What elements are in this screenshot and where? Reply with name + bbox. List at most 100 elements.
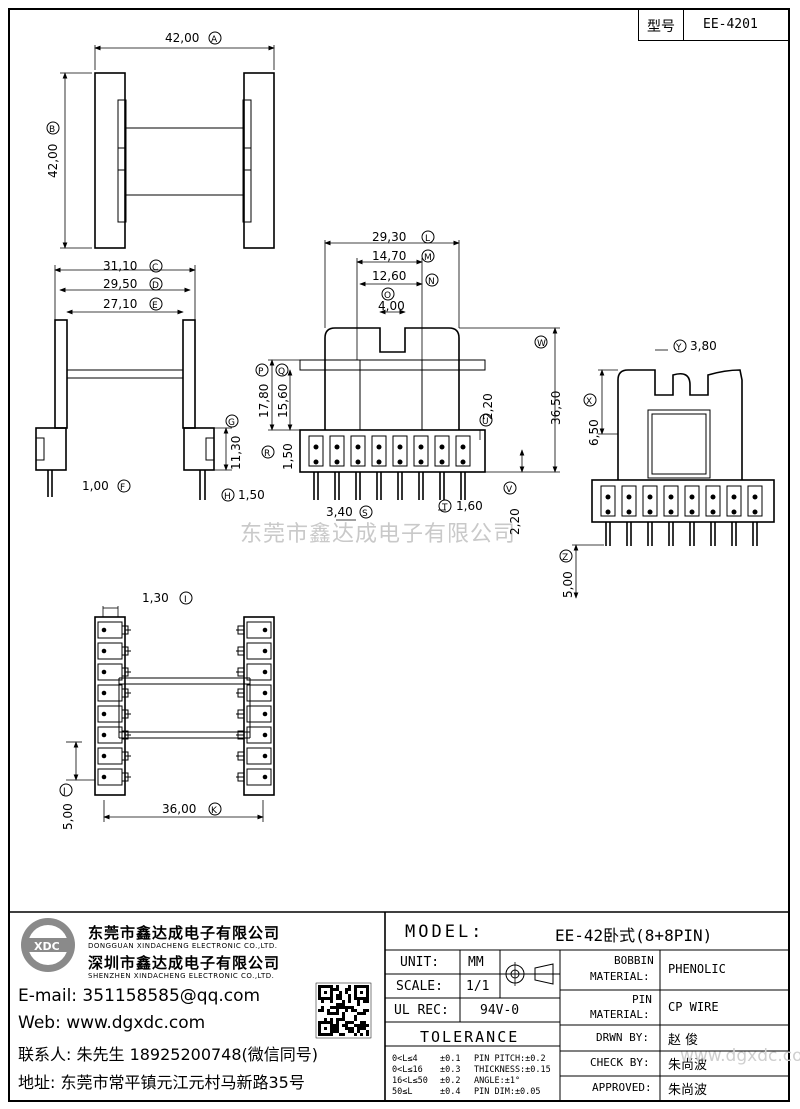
view-right: [572, 349, 775, 599]
tb-model-value: EE-42卧式(8+8PIN): [555, 926, 713, 945]
dim-d-letter: D: [152, 281, 159, 291]
tb-ulrec-value: 94V-0: [480, 1003, 520, 1018]
drawing-frame: [8, 8, 790, 1102]
dim-n-value: 12,60: [372, 269, 406, 283]
pin-slot: [642, 485, 658, 517]
tb-drawn-label: DRWN BY:: [596, 1031, 649, 1044]
dim-p-value: 17,80: [257, 384, 271, 418]
company-name-cn-2: 深圳市鑫达成电子有限公司: [88, 954, 281, 972]
dim-w-letter: W: [537, 339, 546, 349]
dim-i-value: 1,30: [142, 591, 169, 605]
dim-k-letter: K: [211, 806, 218, 816]
tolerance-cell: 50≤L: [392, 1087, 413, 1097]
pad: [246, 747, 272, 765]
tolerance-cell: ANGLE:±1°: [474, 1076, 521, 1086]
tb-pin-label-1: PIN: [632, 993, 652, 1006]
pad: [246, 726, 272, 744]
view-center: [268, 240, 560, 521]
dim-a-value: 42,00: [165, 31, 199, 45]
pad: [97, 705, 123, 723]
dim-n-letter: N: [428, 277, 435, 287]
dim-s-value: 3,40: [326, 505, 353, 519]
dim-t-letter: T: [441, 503, 448, 513]
tolerance-cell: PIN PITCH:±0.2: [474, 1054, 546, 1064]
pad: [97, 642, 123, 660]
dim-e-value: 27,10: [103, 297, 137, 311]
pad-tab: [237, 730, 245, 740]
dim-l-letter: L: [425, 234, 430, 244]
tb-approved-value: 朱尚波: [668, 1083, 708, 1098]
pad-tab: [237, 688, 245, 698]
dim-d-value: 29,50: [103, 277, 137, 291]
pad: [97, 663, 123, 681]
pad: [97, 726, 123, 744]
dim-h-value: 1,50: [238, 488, 265, 502]
pad: [246, 768, 272, 786]
dim-o-letter: O: [384, 291, 391, 301]
dim-j-value: 5,00: [61, 803, 75, 830]
dim-g-value: 11,30: [229, 436, 243, 470]
company-name-en-1: DONGGUAN XINDACHENG ELECTRONIC CO.,LTD.: [88, 942, 278, 950]
dim-h-letter: H: [224, 492, 231, 502]
dim-l-value: 29,30: [372, 230, 406, 244]
pin-slot: [371, 435, 387, 467]
dim-y-value: 3,80: [690, 339, 717, 353]
tb-unit-value: MM: [468, 955, 484, 970]
pad-tab: [121, 625, 129, 635]
dim-k-value: 36,00: [162, 802, 196, 816]
pin-slot: [329, 435, 345, 467]
tb-scale-label: SCALE:: [396, 979, 443, 994]
dim-v-letter: V: [506, 485, 513, 495]
dim-m-value: 14,70: [372, 249, 406, 263]
pad-tab: [121, 751, 129, 761]
pad-tab: [237, 709, 245, 719]
pin-slot: [392, 435, 408, 467]
tolerance-cell: ±0.2: [440, 1076, 461, 1086]
dim-m-letter: M: [424, 253, 432, 263]
pin-slot: [705, 485, 721, 517]
tb-scale-value: 1/1: [466, 979, 490, 994]
dim-p-letter: P: [258, 367, 264, 377]
pad-tab: [121, 646, 129, 656]
pin-slot: [600, 485, 616, 517]
dim-x-value: 6,50: [587, 419, 601, 446]
tolerance-cell: ±0.3: [440, 1065, 461, 1075]
dim-y-letter: Y: [675, 343, 682, 353]
dim-j-letter: J: [62, 787, 66, 797]
tolerance-cell: 16<L≤50: [392, 1076, 428, 1086]
pad-tab: [237, 772, 245, 782]
tb-bobbin-label-2: MATERIAL:: [590, 970, 650, 983]
tb-check-label: CHECK BY:: [590, 1056, 650, 1069]
dim-b-value: 42,00: [46, 144, 60, 178]
header-model-label: 型号: [647, 19, 675, 35]
company-logo-text: XDC: [34, 940, 60, 953]
contact-email: E-mail: 351158585@qq.com: [18, 986, 261, 1006]
tb-bobbin-value: PHENOLIC: [668, 962, 726, 976]
pin-slot: [455, 435, 471, 467]
pad-tab: [237, 625, 245, 635]
tb-corner-watermark: www.dgxdc.com: [680, 1046, 800, 1066]
dim-o-value: 4,00: [378, 299, 405, 313]
tb-unit-label: UNIT:: [400, 955, 440, 970]
pad: [246, 663, 272, 681]
pad: [246, 621, 272, 639]
pad-tab: [237, 646, 245, 656]
view-top-left: [60, 45, 275, 249]
pad: [97, 747, 123, 765]
tb-bobbin-label-1: BOBBIN: [614, 954, 654, 967]
dim-r-letter: R: [264, 449, 270, 459]
tb-check-value: 朱尚波: [668, 1058, 708, 1073]
pad-tab: [121, 772, 129, 782]
view-bottom: [66, 606, 275, 822]
pin-slot: [726, 485, 742, 517]
dim-r-value: 1,50: [281, 443, 295, 470]
pad-tab: [121, 730, 129, 740]
dim-c-value: 31,10: [103, 259, 137, 273]
pad: [246, 684, 272, 702]
pad-tab: [237, 667, 245, 677]
contact-web: Web: www.dgxdc.com: [18, 1013, 206, 1033]
dim-u-value: 2,20: [481, 393, 495, 420]
dim-g-letter: G: [228, 418, 235, 428]
title-block-grid: [8, 911, 790, 1102]
